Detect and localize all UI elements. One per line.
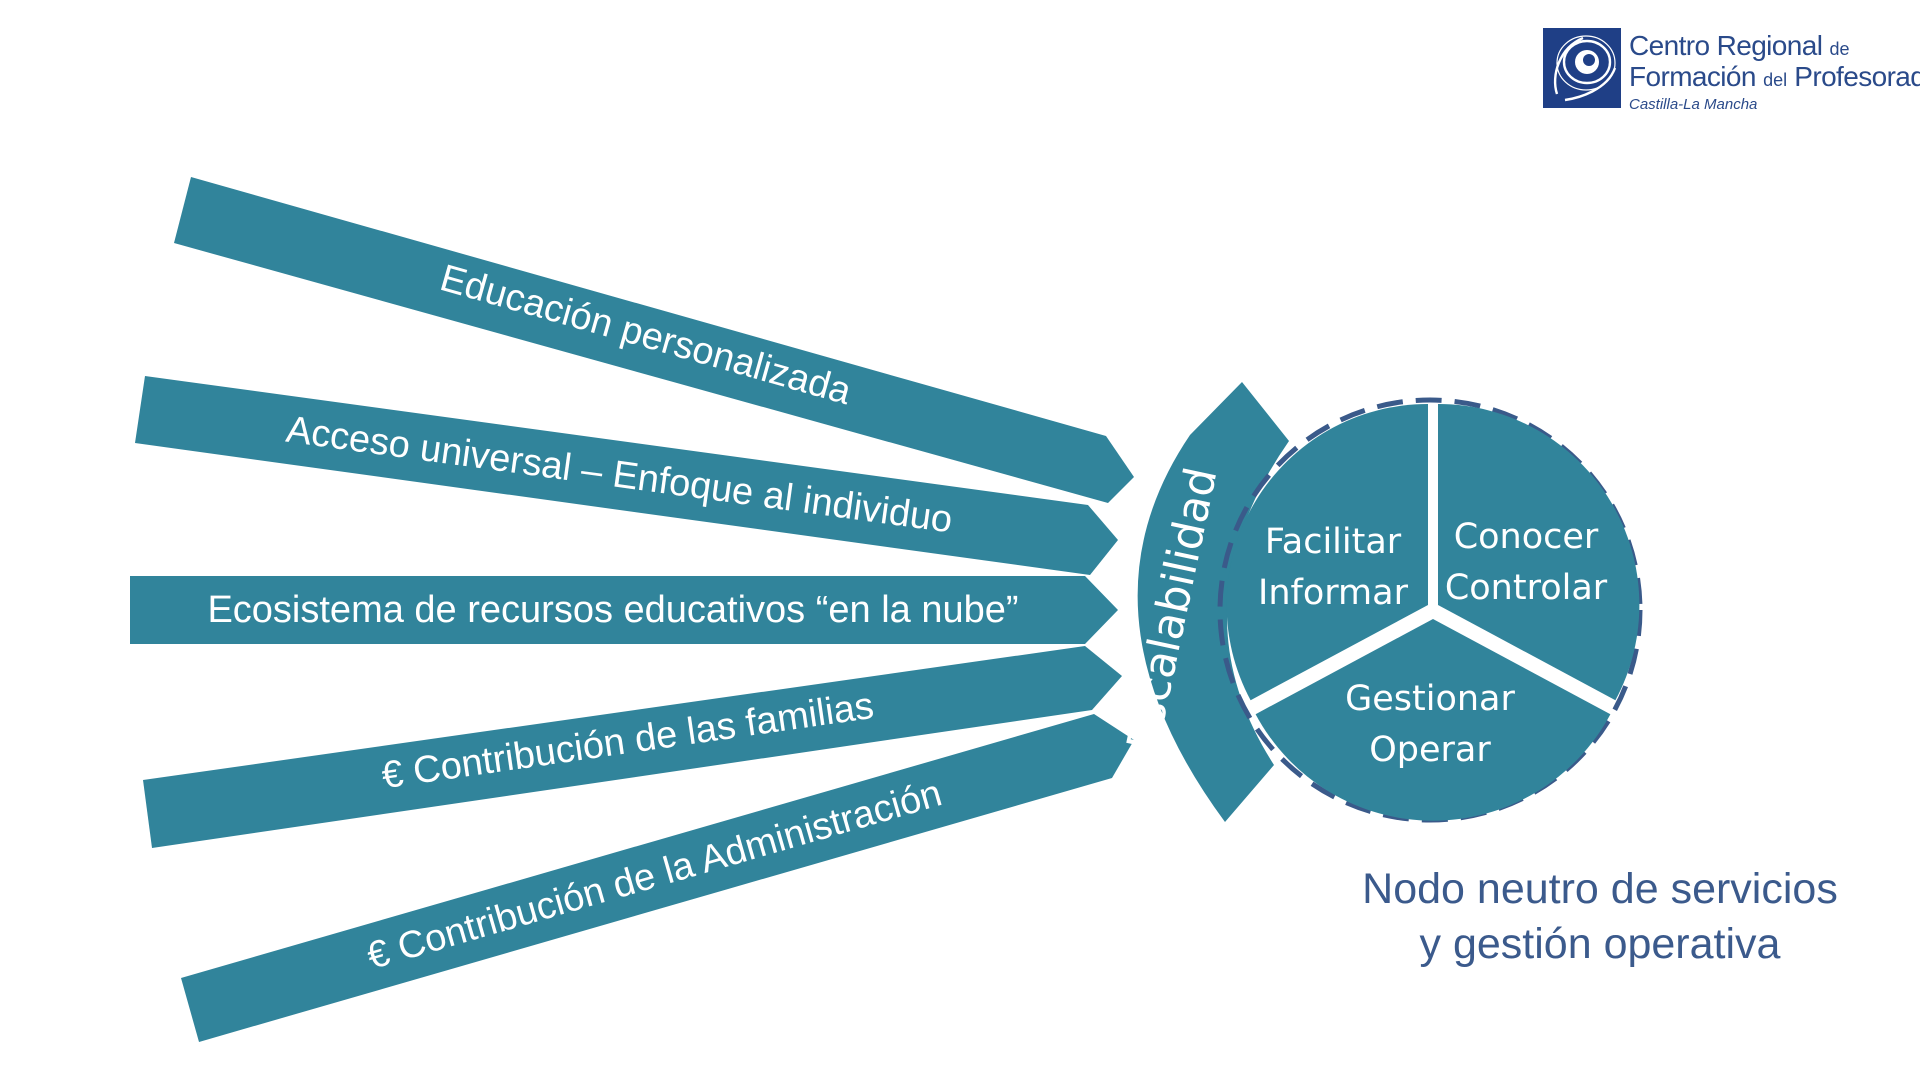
segment-gestionar-operar — [1255, 619, 1611, 821]
logo-text-main: Centro Regional — [1629, 30, 1823, 61]
logo-text-main: Formación — [1629, 61, 1756, 92]
caption-line: Nodo neutro de servicios — [1362, 865, 1838, 913]
segment-label: Controlar — [1445, 568, 1608, 608]
segment-label: Informar — [1258, 573, 1409, 613]
arrow-contribucion-familias: € Contribución de las familias — [143, 646, 1122, 848]
arrow-label: Educación personalizada — [436, 257, 857, 413]
caption-line: y gestión operativa — [1419, 920, 1781, 968]
segment-label: Operar — [1369, 730, 1491, 770]
crfp-logo-icon — [1543, 28, 1621, 108]
segment-conocer-controlar — [1438, 403, 1640, 701]
segment-label: Facilitar — [1265, 522, 1402, 562]
crfp-logo-text: Centro Regional de Formación del Profeso… — [1629, 32, 1920, 114]
logo-text-small: del — [1763, 70, 1788, 90]
segment-label: Gestionar — [1345, 679, 1515, 719]
segment-label: Conocer — [1454, 517, 1599, 557]
logo-text-main: Profesorado — [1794, 61, 1920, 92]
logo-text-small: de — [1829, 39, 1850, 59]
logo-subtitle: Castilla-La Mancha — [1629, 96, 1758, 113]
scalability-band: Escalabilidad — [1118, 382, 1289, 822]
crfp-logo: Centro Regional de Formación del Profeso… — [1543, 28, 1920, 113]
arrow-label: Ecosistema de recursos educativos “en la… — [207, 589, 1018, 631]
segment-facilitar-informar — [1226, 403, 1428, 701]
service-node: Facilitar Informar Conocer Controlar Ges… — [1217, 397, 1643, 823]
arrow-ecosistema: Ecosistema de recursos educativos “en la… — [130, 576, 1118, 644]
node-caption: Nodo neutro de servicios y gestión opera… — [1330, 862, 1870, 972]
